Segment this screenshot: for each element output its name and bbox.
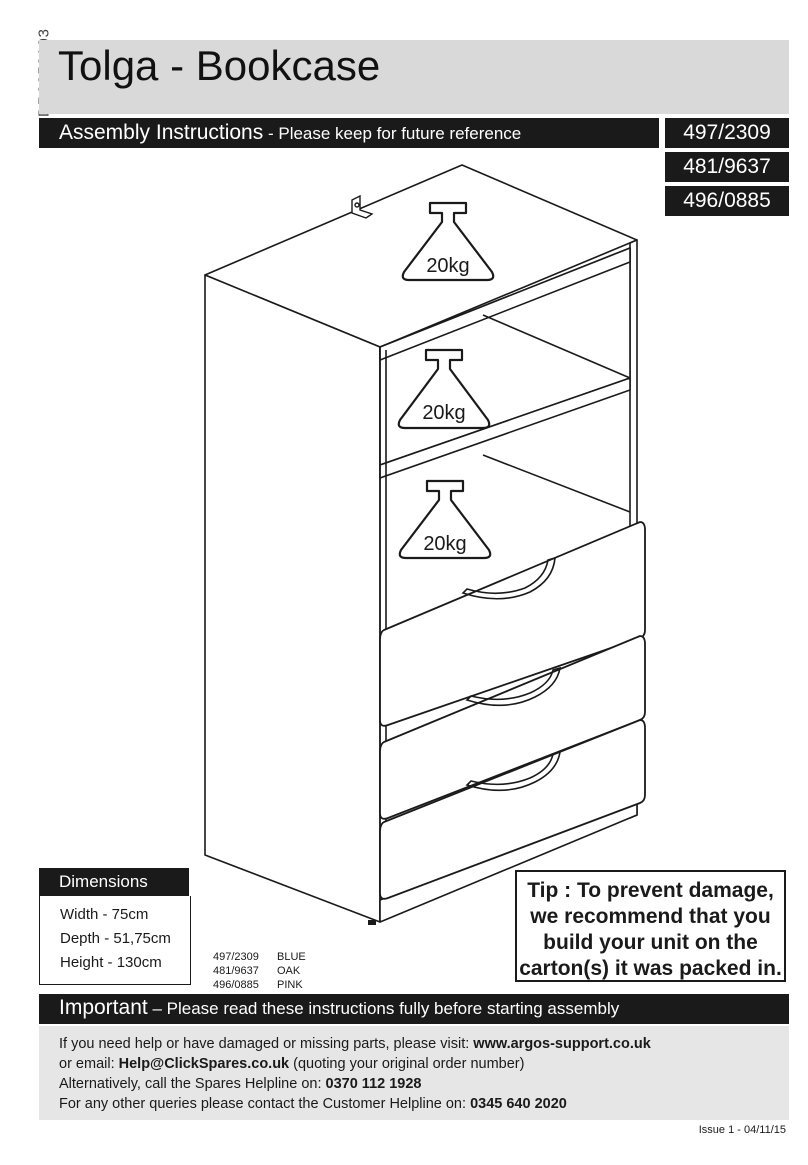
- tip-line: carton(s) it was packed in.: [519, 957, 782, 980]
- important-heading: Important – Please read these instructio…: [59, 996, 619, 1020]
- dimension-value: - 130cm: [103, 954, 162, 971]
- product-code-3: 496/0885: [665, 186, 789, 216]
- tip-line: build your unit on the: [543, 931, 758, 954]
- colour-name: BLUE: [277, 951, 306, 963]
- dimensions-heading: Dimensions: [39, 868, 189, 896]
- spares-phone: 0370 112 1928: [325, 1076, 422, 1092]
- help-line-website: If you need help or have damaged or miss…: [59, 1036, 651, 1052]
- dimension-label: Width: [60, 906, 99, 923]
- important-bar: Important – Please read these instructio…: [39, 994, 789, 1024]
- colour-row: 496/0885 PINK: [213, 978, 306, 992]
- dimension-depth: Depth - 51,75cm: [60, 930, 171, 947]
- help-text: If you need help or have damaged or miss…: [59, 1036, 474, 1052]
- subtitle-bar: Assembly Instructions - Please keep for …: [39, 118, 659, 148]
- colour-table: 497/2309 BLUE 481/9637 OAK 496/0885 PINK: [213, 950, 306, 992]
- weight-label-1: 20kg: [426, 255, 469, 277]
- tip-box: Tip : To prevent damage, we recommend th…: [515, 870, 786, 982]
- help-text: For any other queries please contact the…: [59, 1096, 471, 1112]
- dimension-value: - 75cm: [98, 906, 149, 923]
- bookcase-illustration: 20kg 20kg 20kg: [204, 164, 646, 925]
- drawer-3: [379, 719, 646, 900]
- important-main: Important: [59, 996, 148, 1019]
- dimension-label: Depth: [60, 930, 101, 947]
- colour-row: 481/9637 OAK: [213, 964, 306, 978]
- help-line-email: or email: Help@ClickSpares.co.uk (quotin…: [59, 1056, 524, 1072]
- dimension-label: Height: [60, 954, 104, 971]
- help-line-customer: For any other queries please contact the…: [59, 1096, 567, 1112]
- issue-info: Issue 1 - 04/11/15: [698, 1124, 786, 1136]
- important-sub: – Please read these instructions fully b…: [147, 999, 620, 1018]
- product-code-2: 481/9637: [665, 152, 789, 182]
- title-bar: [39, 40, 789, 114]
- weight-icon-1: [401, 201, 495, 282]
- support-email-link[interactable]: Help@ClickSpares.co.uk: [118, 1056, 290, 1072]
- dimension-width: Width - 75cm: [60, 906, 148, 923]
- help-text: or email:: [59, 1056, 119, 1072]
- weight-icon-2: [397, 348, 491, 430]
- help-box: If you need help or have damaged or miss…: [39, 1026, 789, 1120]
- dimension-value: - 51,75cm: [100, 930, 171, 947]
- drawer-handle-1: [461, 556, 556, 600]
- tip-line: Tip : To prevent damage,: [527, 879, 774, 902]
- colour-code: 496/0885: [213, 979, 259, 991]
- weight-icon-3: [398, 479, 492, 560]
- help-text: (quoting your original order number): [289, 1056, 525, 1072]
- subtitle-sub: - Please keep for future reference: [263, 124, 522, 143]
- weight-label-3: 20kg: [423, 533, 466, 555]
- customer-phone: 0345 640 2020: [470, 1096, 567, 1112]
- dimensions-box: Width - 75cm Depth - 51,75cm Height - 13…: [39, 896, 191, 985]
- help-text: Alternatively, call the Spares Helpline …: [59, 1076, 326, 1092]
- weight-label-2: 20kg: [422, 402, 465, 424]
- colour-code: 497/2309: [213, 951, 259, 963]
- tip-line: we recommend that you: [530, 905, 771, 928]
- colour-code: 481/9637: [213, 965, 259, 977]
- help-line-spares: Alternatively, call the Spares Helpline …: [59, 1076, 421, 1092]
- subtitle-main: Assembly Instructions: [59, 121, 264, 144]
- dimension-height: Height - 130cm: [60, 954, 162, 971]
- product-code-1: 497/2309: [665, 118, 789, 148]
- bookcase-side: [204, 274, 381, 923]
- subtitle: Assembly Instructions - Please keep for …: [59, 121, 521, 145]
- drawer-handle-2: [465, 666, 561, 707]
- colour-row: 497/2309 BLUE: [213, 950, 306, 964]
- drawer-handle-3: [465, 750, 561, 792]
- wall-bracket-icon: [351, 194, 374, 219]
- page-title: Tolga - Bookcase: [58, 42, 381, 89]
- colour-name: PINK: [277, 979, 303, 991]
- colour-name: OAK: [277, 965, 301, 977]
- support-website-link[interactable]: www.argos-support.co.uk: [473, 1036, 651, 1052]
